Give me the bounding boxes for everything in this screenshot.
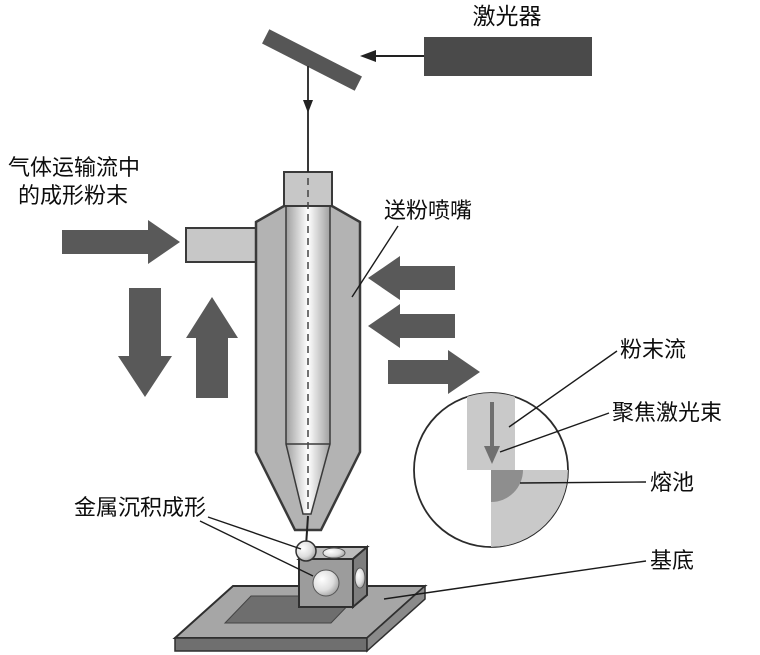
deposit-leader-line-2: [199, 520, 314, 577]
powder-inlet-tube: [185, 227, 261, 263]
label-powder-line2: 的成形粉末: [18, 184, 128, 209]
deposit-leader-line-1: [207, 516, 302, 550]
label-laser: 激光器: [473, 4, 542, 30]
substrate-plate-side: [366, 584, 426, 653]
gas-up-arrow: [186, 297, 238, 398]
powder-flow-leader-line: [508, 350, 618, 428]
powder-feed-arrow-lower: [368, 304, 455, 348]
detail-pointer-arrow: [388, 350, 480, 394]
label-focused-beam: 聚焦激光束: [612, 401, 722, 426]
label-powder-line1: 气体运输流中: [8, 156, 140, 181]
label-powder-flow: 粉末流: [620, 338, 686, 363]
deposit-ball: [295, 540, 317, 562]
beam-down-arrowhead: [303, 100, 313, 113]
focused-beam-leader-line: [499, 412, 610, 453]
nozzle-leader-line: [351, 225, 399, 298]
label-nozzle: 送粉喷嘴: [384, 199, 472, 224]
melt-pool-leader-line: [519, 481, 647, 484]
powder-stream-arrowhead: [484, 446, 500, 464]
nozzle-collar: [283, 171, 333, 207]
powder-feed-arrow-upper: [368, 256, 455, 300]
substrate-plate-front: [174, 637, 368, 652]
melt-pool-shape: [491, 470, 523, 502]
sphere-front: [312, 569, 340, 597]
label-melt-pool: 熔池: [650, 471, 694, 496]
label-deposit: 金属沉积成形: [74, 496, 206, 521]
detail-inset-content: [467, 393, 568, 547]
powder-inlet-arrow: [62, 220, 180, 264]
label-substrate: 基底: [650, 549, 694, 574]
laser-to-mirror-arrowhead: [360, 50, 376, 62]
gas-down-arrow: [118, 288, 172, 397]
sphere-top: [322, 547, 346, 559]
mirror: [262, 29, 362, 91]
sphere-side: [354, 567, 366, 589]
substrate-leader-line: [383, 560, 647, 600]
laser-box: [424, 37, 592, 76]
